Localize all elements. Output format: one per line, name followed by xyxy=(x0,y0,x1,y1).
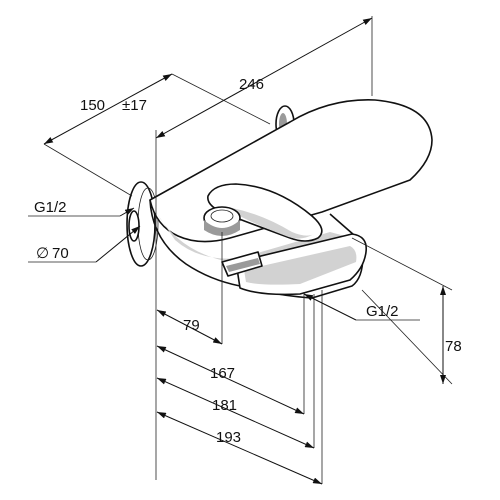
label-181: 181 xyxy=(212,397,237,414)
label-tolerance: ±17 xyxy=(122,97,147,114)
dimension-150-line xyxy=(43,73,173,145)
label-193: 193 xyxy=(216,429,241,446)
inlet-connector xyxy=(128,210,140,242)
dimension-labels: 246 150 ±17 G1/2 ∅ 70 G1/2 78 79 167 181… xyxy=(34,76,462,446)
dimension-lines xyxy=(28,16,453,485)
dimension-79-line xyxy=(156,309,223,345)
label-150: 150 xyxy=(80,97,105,114)
label-inlet-thread: G1/2 xyxy=(34,199,67,216)
label-diameter: 70 xyxy=(52,245,69,262)
label-79: 79 xyxy=(183,317,200,334)
label-diameter-symbol: ∅ xyxy=(36,245,49,262)
faucet-body xyxy=(126,99,433,299)
label-outlet-thread: G1/2 xyxy=(366,303,399,320)
label-246: 246 xyxy=(239,76,264,93)
label-78: 78 xyxy=(445,338,462,355)
label-167: 167 xyxy=(210,365,235,382)
dimension-246-line xyxy=(155,17,373,139)
dimension-193-line xyxy=(156,411,323,485)
